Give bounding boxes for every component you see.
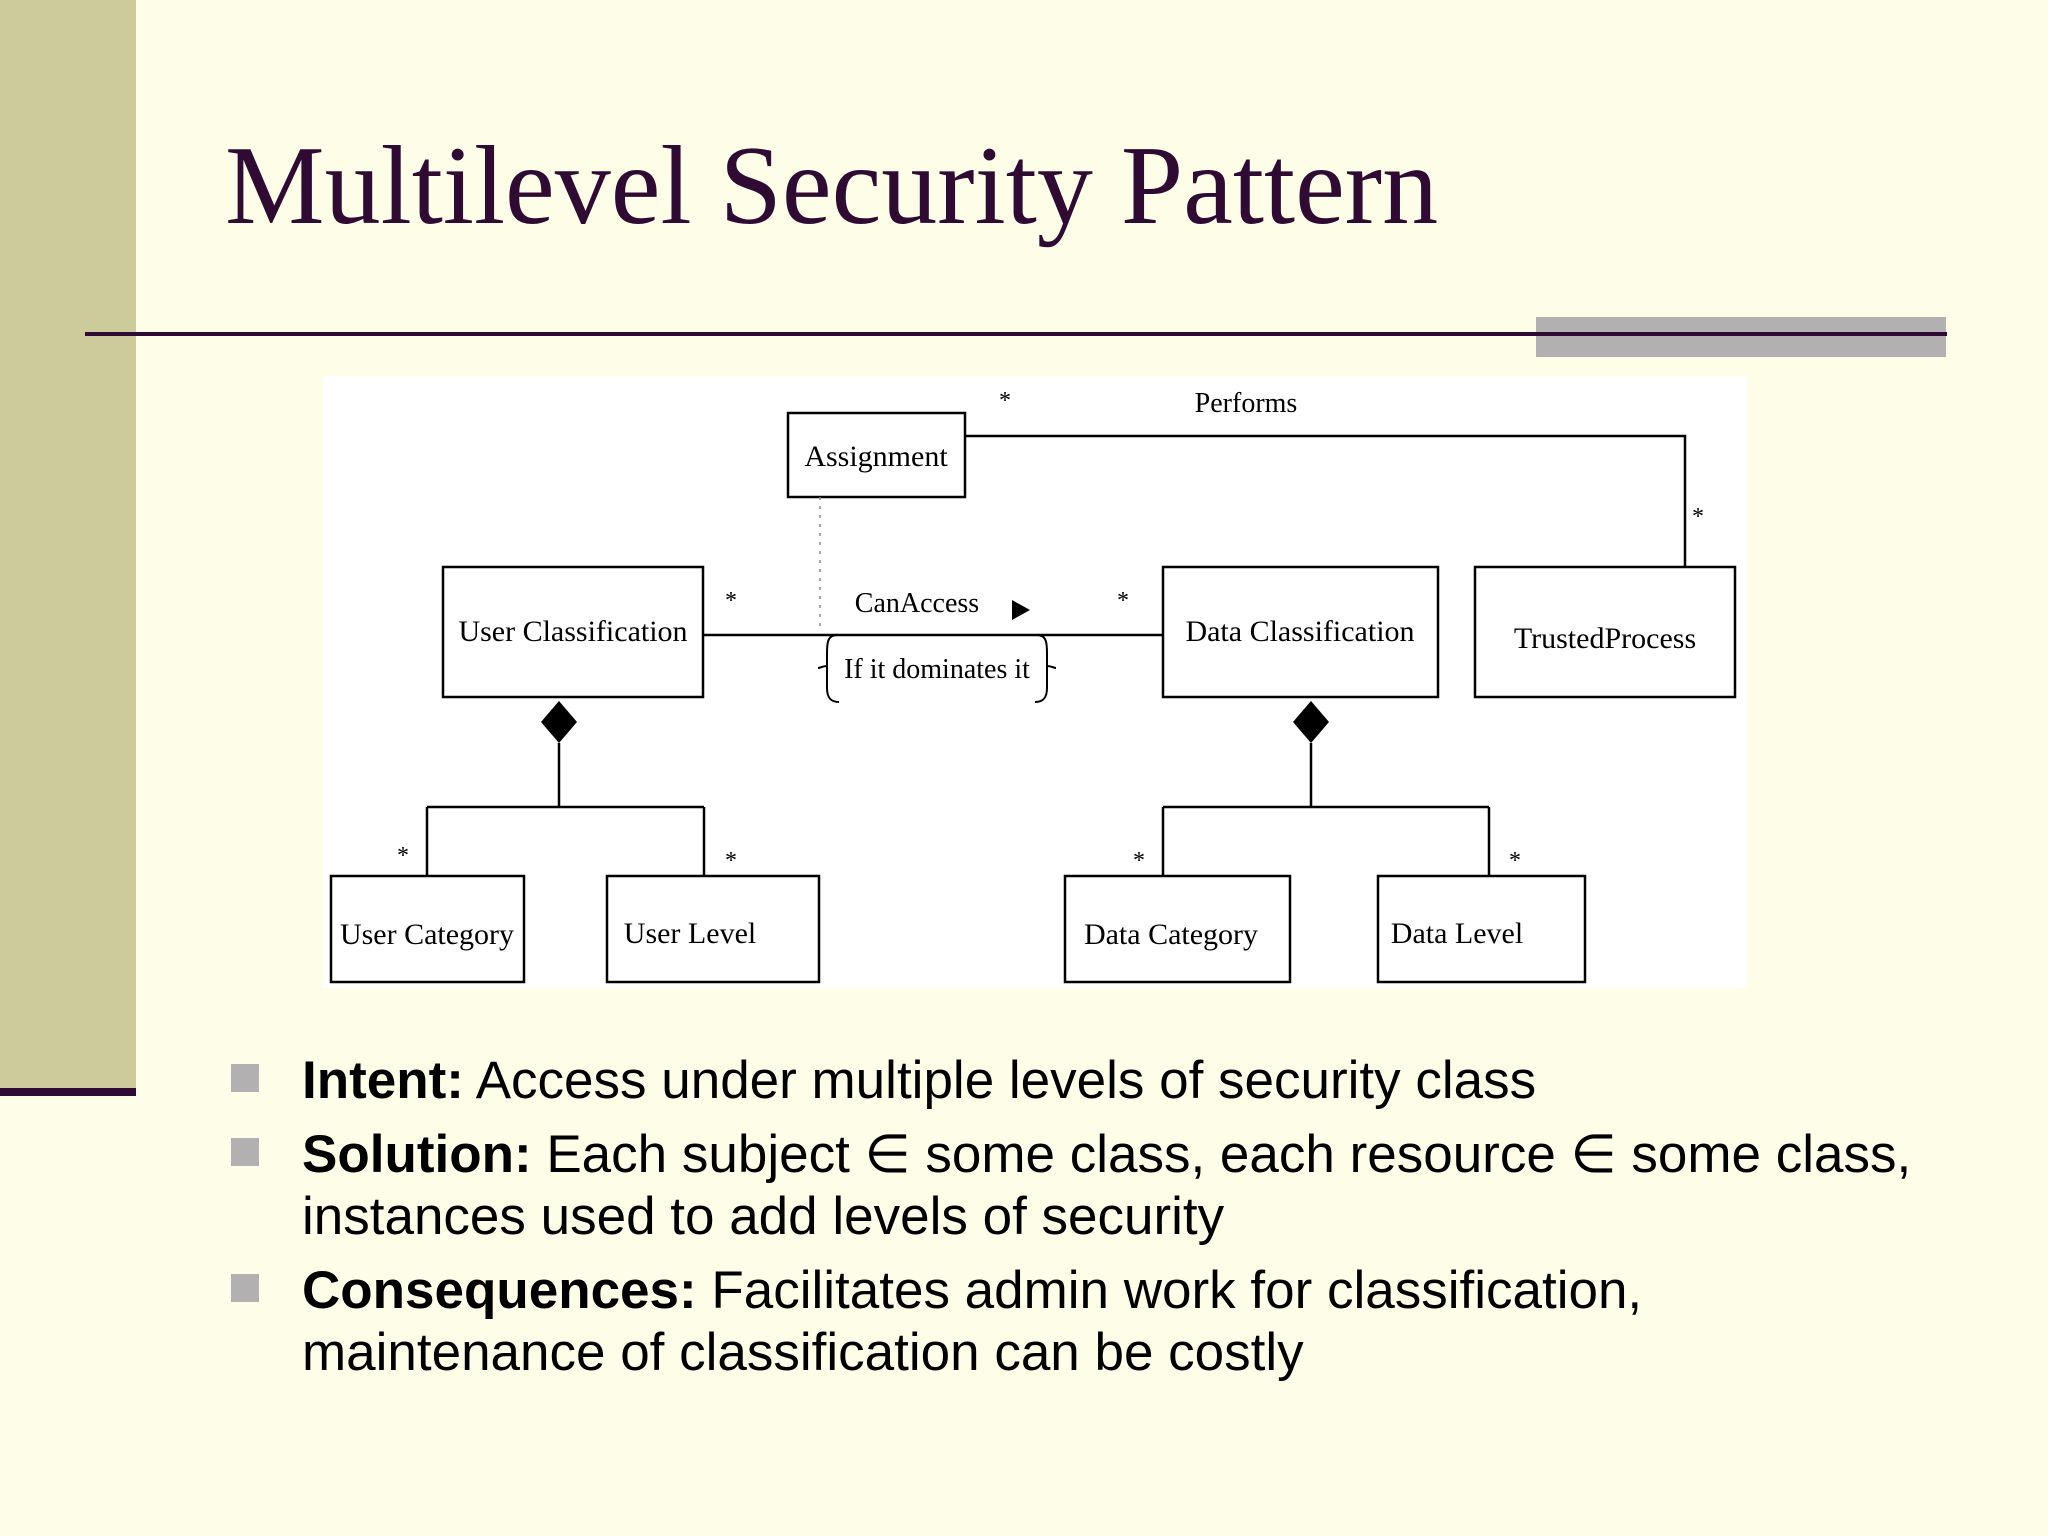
data-classification-box bbox=[1161, 565, 1440, 699]
title-accent-line bbox=[1536, 332, 1946, 336]
multiplicity-user-level: * bbox=[725, 848, 737, 874]
multiplicity-trusted-process: * bbox=[1692, 504, 1704, 530]
canaccess-label: CanAccess bbox=[855, 588, 979, 619]
constraint-label: If it dominates it bbox=[844, 654, 1030, 685]
assignment-label: Assignment bbox=[804, 440, 948, 473]
bullet-text: Facilitates admin work for classificatio… bbox=[302, 1261, 1643, 1382]
bullet-consequences: Consequences: Facilitates admin work for… bbox=[228, 1260, 1928, 1384]
data-level-label: Data Level bbox=[1391, 917, 1523, 950]
title-rule bbox=[85, 332, 1947, 336]
bullet-text: Access under multiple levels of security… bbox=[463, 1051, 1537, 1110]
uml-class-diagram: Assignment User Classification Data Clas… bbox=[323, 376, 1747, 988]
user-level-label: User Level bbox=[624, 917, 756, 950]
user-category-label: User Category bbox=[340, 918, 514, 951]
left-decorative-band bbox=[0, 0, 136, 1088]
performs-association-line bbox=[965, 434, 1687, 567]
title-accent-bar bbox=[1536, 317, 1946, 357]
data-level-box bbox=[1376, 874, 1587, 984]
data-composition-diamond bbox=[1293, 701, 1329, 743]
data-category-box bbox=[1063, 874, 1292, 984]
multiplicity-user-classification: * bbox=[725, 588, 737, 614]
multiplicity-data-level: * bbox=[1509, 848, 1521, 874]
trusted-process-box bbox=[1473, 565, 1737, 699]
bullet-solution: Solution: Each subject ∈ some class, eac… bbox=[228, 1124, 1928, 1248]
bullet-text: Each subject ∈ some class, each resource… bbox=[302, 1125, 1912, 1246]
canaccess-direction-arrow bbox=[1012, 600, 1030, 620]
multiplicity-data-category: * bbox=[1133, 848, 1145, 874]
bullet-term: Consequences: bbox=[302, 1261, 697, 1320]
user-level-box bbox=[605, 874, 821, 984]
bullet-intent: Intent: Access under multiple levels of … bbox=[228, 1050, 1928, 1112]
constraint-left-brace bbox=[817, 634, 840, 703]
performs-label: Performs bbox=[1195, 388, 1298, 419]
slide-title: Multilevel Security Pattern bbox=[225, 124, 1439, 248]
bullet-term: Intent: bbox=[302, 1051, 464, 1110]
data-category-label: Data Category bbox=[1084, 918, 1258, 951]
user-classification-box bbox=[441, 565, 705, 699]
trusted-process-label: TrustedProcess bbox=[1514, 622, 1696, 655]
bullet-square-icon bbox=[231, 1064, 259, 1092]
multiplicity-data-classification: * bbox=[1117, 588, 1129, 614]
bullet-square-icon bbox=[231, 1274, 259, 1302]
multiplicity-assignment: * bbox=[999, 388, 1011, 414]
bullet-list: Intent: Access under multiple levels of … bbox=[228, 1050, 1928, 1396]
multiplicity-user-category: * bbox=[397, 843, 409, 869]
data-classification-label: Data Classification bbox=[1185, 615, 1414, 648]
assignment-box bbox=[786, 411, 967, 499]
left-band-rule bbox=[0, 1088, 136, 1096]
user-classification-label: User Classification bbox=[458, 615, 687, 648]
constraint-right-brace bbox=[1034, 634, 1057, 703]
bullet-term: Solution: bbox=[302, 1125, 532, 1184]
bullet-square-icon bbox=[231, 1138, 259, 1166]
user-composition-diamond bbox=[541, 701, 577, 743]
